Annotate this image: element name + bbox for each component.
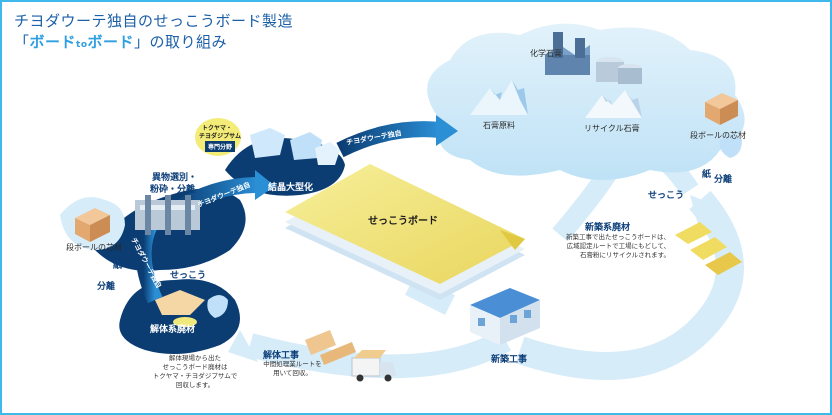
label-new-construction: 新築工事 bbox=[491, 355, 528, 365]
truck-icon bbox=[351, 350, 396, 382]
note-demolition-line: 解体現場から出た bbox=[169, 354, 221, 362]
recycle-loop-bottom bbox=[246, 329, 512, 379]
label-sorting-1: 異物選別・ bbox=[152, 173, 198, 183]
subtitle-close: 」の取り組み bbox=[134, 33, 228, 51]
house-icon bbox=[470, 288, 540, 345]
label-separation-left: 分離 bbox=[97, 282, 116, 292]
note-new-waste-line: 広域認定ルートで工場にもどして、 bbox=[566, 242, 670, 250]
cardboard-box-left-icon bbox=[75, 208, 110, 242]
label-crystal: 結晶大型化 bbox=[268, 183, 314, 193]
label-paper-right: 紙 bbox=[702, 170, 712, 180]
label-cardboard-left: 段ボールの芯材 bbox=[66, 243, 122, 252]
recycle-loop-right bbox=[515, 190, 744, 380]
label-new-construction-waste: 新築系廃材 bbox=[585, 223, 631, 233]
arrowhead-chiyoda3 bbox=[436, 115, 458, 146]
crystal-icon bbox=[250, 128, 340, 165]
label-cardboard-right: 段ボールの芯材 bbox=[690, 131, 746, 140]
label-paper-left: 紙 bbox=[113, 261, 123, 271]
subtitle-open-bracket: 「 bbox=[14, 33, 30, 51]
page-subtitle: 「ボードtoボード」の取り組み bbox=[14, 31, 227, 52]
label-gypsum-right: せっこう bbox=[648, 191, 685, 201]
label-demolition-work: 解体工事 bbox=[263, 351, 300, 361]
paper-drop-right bbox=[719, 135, 742, 158]
note-demolition-work: 中間処理業ルートを 用いて回収。 bbox=[255, 360, 330, 378]
tokuyama-badge: 専門分野 bbox=[205, 141, 236, 152]
loop-arrowhead-left bbox=[228, 330, 258, 362]
note-new-waste-line: 新築工事で出たせっこうボードは、 bbox=[566, 233, 670, 241]
mountain-icon-recycled bbox=[585, 90, 642, 118]
label-separation-right: 分離 bbox=[714, 175, 733, 185]
arrow-chiyoda3 bbox=[336, 121, 441, 158]
label-chemical-gypsum: 化学石膏 bbox=[530, 49, 562, 58]
paper-drop-left bbox=[207, 295, 228, 318]
note-demolition-work-line: 用いて回収。 bbox=[273, 369, 312, 377]
note-demolition-work-line: 中間処理業ルートを bbox=[263, 360, 322, 368]
factory-icon bbox=[545, 32, 642, 84]
label-sorting-2: 粉砕・分離 bbox=[150, 185, 196, 195]
note-demolition: 解体現場から出た せっこうボード廃材は トクヤマ・チヨダジプサムで 回収します。 bbox=[150, 354, 240, 390]
mountain-icon-raw bbox=[470, 80, 528, 115]
demolition-pile-icon bbox=[155, 290, 205, 327]
note-new-waste-line: 石膏粉にリサイクルされます。 bbox=[579, 251, 670, 259]
wood-scraps-icon bbox=[305, 330, 356, 365]
label-recycled-gypsum: リサイクル石膏 bbox=[584, 124, 640, 133]
label-tokuyama-2: チヨダジプサム bbox=[199, 133, 242, 140]
sorting-machine-icon bbox=[135, 195, 200, 235]
arrowhead-chiyoda1 bbox=[255, 170, 275, 200]
label-gypsum-board: せっこうボード bbox=[368, 216, 438, 227]
subtitle-to: to bbox=[76, 40, 88, 50]
label-tokuyama-1: トクヤマ・ bbox=[202, 125, 233, 132]
note-demolition-line: トクヤマ・チヨダジプサムで bbox=[152, 372, 238, 380]
subtitle-board-2: ボード bbox=[87, 33, 135, 51]
note-demolition-line: せっこうボード廃材は bbox=[162, 363, 228, 371]
scrap-boards-icon bbox=[675, 222, 742, 275]
label-gypsum-left: せっこう bbox=[170, 271, 207, 281]
cardboard-box-right-icon bbox=[705, 93, 738, 125]
label-demolition-waste: 解体系廃材 bbox=[150, 325, 196, 335]
label-gypsum-raw: 石膏原料 bbox=[483, 121, 515, 130]
loop-arrowhead-right bbox=[690, 195, 722, 232]
raw-material-cloud bbox=[427, 23, 745, 181]
page-title: チヨダウーテ独自のせっこうボード製造 bbox=[14, 12, 294, 30]
note-demolition-line: 回収します。 bbox=[175, 381, 215, 389]
subtitle-board-1: ボード bbox=[29, 33, 77, 51]
note-new-waste: 新築工事で出たせっこうボードは、 広域認定ルートで工場にもどして、 石膏粉にリサ… bbox=[560, 233, 670, 260]
gypsum-board-icon bbox=[285, 164, 525, 300]
